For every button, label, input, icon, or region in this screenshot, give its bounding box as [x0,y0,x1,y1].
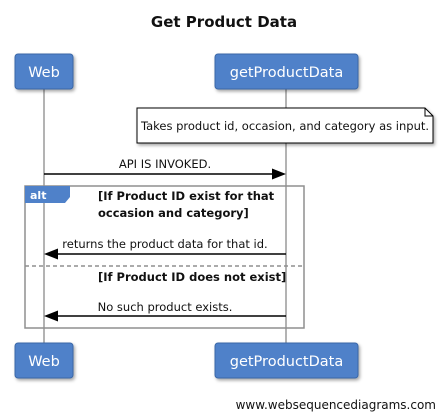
participant-getproductdata-label: getProductData [230,354,344,370]
participant-web-label: Web [28,354,60,370]
participant-getproductdata-top: getProductData [214,53,359,90]
alt-frame [24,185,305,329]
diagram-title: Get Product Data [151,13,297,31]
alt-guard-1-line-2: occasion and category] [98,206,249,220]
alt-guard-2-line-1: [If Product ID does not exist] [98,270,286,284]
footer-watermark: www.websequencediagrams.com [236,398,436,412]
participant-web-top: Web [14,53,74,90]
alt-label: alt [30,189,46,202]
message-label: No such product exists. [98,300,233,314]
participant-getproductdata-label: getProductData [230,65,344,81]
message-label: API IS INVOKED. [119,157,211,171]
participant-web-bottom: Web [14,342,74,379]
alt-fragment: alt [If Product ID exist for that occasi… [24,185,305,329]
arrowhead-right [272,168,286,180]
alt-tab [25,186,70,203]
message-api-invoked: API IS INVOKED. [44,157,286,180]
message-returns-product-data: returns the product data for that id. [44,237,286,260]
message-label: returns the product data for that id. [62,237,267,251]
participant-getproductdata-bottom: getProductData [214,342,359,379]
participant-web-label: Web [28,65,60,81]
arrowhead-left [44,310,58,322]
alt-guard-1-line-1: [If Product ID exist for that [98,189,275,203]
message-no-such-product: No such product exists. [44,300,286,322]
note: Takes product id, occasion, and category… [136,107,434,144]
note-text: Takes product id, occasion, and category… [140,119,429,133]
arrowhead-left [44,248,58,260]
